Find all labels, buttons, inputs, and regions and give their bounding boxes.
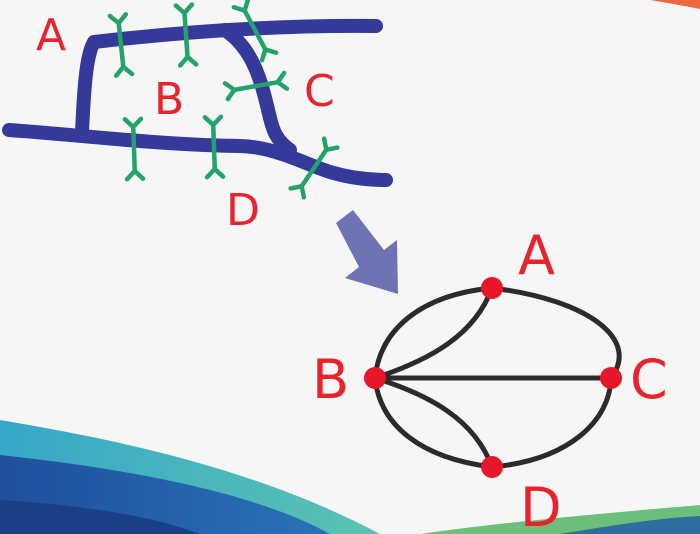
river-map (2, 18, 393, 187)
river-middle (218, 23, 297, 157)
graph-node-c (600, 367, 622, 389)
river-upper (75, 18, 383, 139)
graph-node-d (481, 456, 503, 478)
edge-b-a-outer (372, 285, 495, 381)
edge-b-d-inner (372, 375, 495, 470)
graph-label-a: A (518, 224, 555, 287)
edge-b-d-outer (372, 375, 495, 470)
graph-edges (372, 285, 622, 470)
edge-a-c (489, 285, 622, 381)
bridge-icon (125, 119, 143, 180)
map-label-b: B (154, 74, 184, 125)
graph-label-d: D (520, 476, 562, 534)
transform-arrow (336, 210, 398, 294)
graph-node-a (481, 277, 503, 299)
map-label-d: D (226, 185, 260, 236)
graph-nodes (364, 277, 622, 478)
map-region-labels: A B C D (36, 10, 335, 236)
graph-node-b (364, 367, 386, 389)
graph-node-labels: A B C D (312, 224, 668, 534)
river-lower (2, 123, 393, 187)
map-label-a: A (36, 10, 66, 61)
graph-label-b: B (312, 348, 349, 411)
edge-b-a-inner (372, 285, 495, 381)
edge-c-d (489, 375, 614, 470)
map-label-c: C (304, 66, 335, 117)
graph-label-c: C (630, 348, 668, 411)
